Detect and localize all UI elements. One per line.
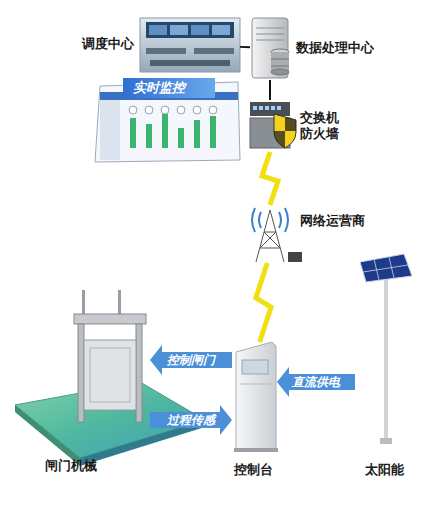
diagram-node: 交换机 防火墙 <box>246 100 294 152</box>
solar-panel-icon <box>360 254 412 444</box>
node-label: 调度中心 <box>82 36 134 52</box>
server-icon <box>252 18 289 78</box>
node-label: 交换机 防火墙 <box>300 110 344 142</box>
diagram-node: 控制台 <box>232 342 277 450</box>
radio-tower-icon <box>252 208 302 262</box>
flow-arrow <box>162 352 232 368</box>
wireless-link <box>262 152 278 205</box>
node-label: 数据处理中心 <box>296 40 374 56</box>
diagram-node: 调度中心 <box>140 18 240 72</box>
ribbon-label: 实时监控 <box>123 78 215 98</box>
node-label: 太阳能 <box>365 462 404 478</box>
control-cabinet-icon <box>234 342 278 452</box>
edge-label: 过程传感 <box>167 412 215 429</box>
diagram-node: 实时监控 <box>95 82 240 162</box>
switch-firewall-icon <box>250 102 296 148</box>
control-room-image <box>140 18 240 72</box>
edge-label: 控制闸门 <box>167 352 215 369</box>
diagram-node: 太阳能 <box>355 252 415 444</box>
node-label: 闸门机械 <box>45 458 97 474</box>
node-label: 控制台 <box>234 462 273 478</box>
flow-arrow <box>289 374 355 390</box>
node-label: 网络运营商 <box>300 213 365 229</box>
sluice-gate-icon <box>15 290 205 466</box>
diagram-node: 网络运营商 <box>248 205 292 263</box>
diagram-node: 闸门机械 <box>15 290 150 455</box>
diagram-node: 数据处理中心 <box>250 16 290 80</box>
connector-line <box>269 80 271 100</box>
flow-arrow <box>150 412 220 428</box>
edge-label: 直流供电 <box>292 374 340 391</box>
connector-line <box>240 46 250 48</box>
wireless-link <box>256 263 271 342</box>
